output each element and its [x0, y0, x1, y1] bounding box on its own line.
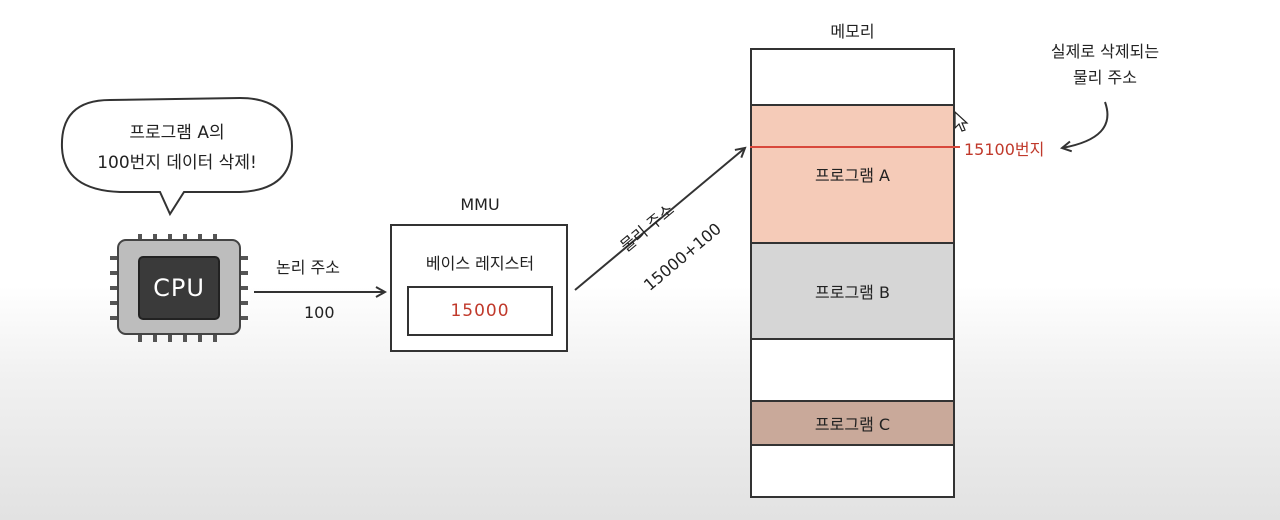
base-register-label: 베이스 레지스터: [425, 254, 535, 273]
cpu-label: CPU: [153, 274, 205, 302]
annotation-arrow: [1062, 101, 1109, 148]
program-a-segment: 프로그램 A: [750, 104, 955, 244]
mmu-box: [390, 224, 568, 352]
physical-address-arrow: [574, 148, 745, 291]
physical-address-marker-label: 15100번지: [964, 140, 1045, 159]
cpu-chip-core: [138, 256, 220, 320]
base-register-value: 15000: [407, 286, 553, 336]
mmu-title: MMU: [460, 195, 500, 214]
memory-title: 메모리: [830, 22, 875, 41]
speech-bubble: [60, 96, 294, 217]
bubble-line-1: 프로그램 A의: [129, 123, 225, 143]
annotation-line-2: 물리 주소: [1073, 68, 1137, 87]
logical-address-label: 논리 주소: [276, 258, 340, 277]
bubble-line-2: 100번지 데이터 삭제!: [97, 153, 257, 173]
address-marker-line: [750, 146, 960, 148]
program-b-segment: 프로그램 B: [750, 242, 955, 340]
annotation-line-1: 실제로 삭제되는: [1050, 42, 1160, 61]
program-c-segment: 프로그램 C: [750, 400, 955, 446]
logical-address-value: 100: [304, 303, 335, 322]
cursor-icon: [954, 110, 969, 132]
